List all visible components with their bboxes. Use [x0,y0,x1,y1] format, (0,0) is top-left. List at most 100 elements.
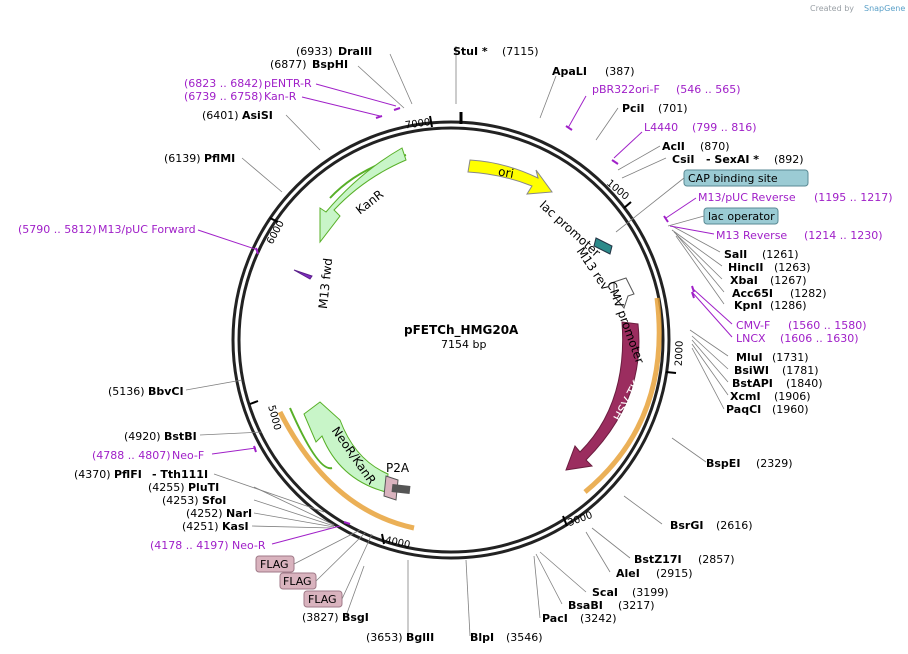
site-nari-pos: (4252) [186,507,223,520]
m13-fwd-marker[interactable] [293,269,313,280]
cap-binding-site-label: CAP binding site [688,172,778,185]
site-pflfi-pos: (4370) [74,468,111,481]
tick-2000: 2000 [674,340,686,366]
site-blpi-name[interactable]: BlpI [470,631,494,644]
site-kpni-name[interactable]: KpnI [734,299,762,312]
site-mlui-name[interactable]: MluI [736,351,763,364]
site-sfoi-name[interactable]: SfoI [202,494,226,507]
primer-m13-reverse-range: (1214 .. 1230) [804,229,883,242]
primer-kan-r-name[interactable]: Kan-R [264,90,297,103]
primer-pbr322ori-f-range: (546 .. 565) [676,83,741,96]
site-kpni-pos: (1286) [770,299,807,312]
site-acc65i-name[interactable]: Acc65I [732,287,773,300]
site-acli-pos: (870) [700,140,730,153]
site-bstz17i-pos: (2857) [698,553,735,566]
site-bsgi-pos: (3827) [302,611,339,624]
primer-cmv-f-range: (1560 .. 1580) [788,319,867,332]
primer-neo-f-name[interactable]: Neo-F [172,449,204,462]
primer-pbr322ori-f-name[interactable]: pBR322ori-F [592,83,660,96]
plasmid-size: 7154 bp [441,338,486,351]
site-sfoi-pos: (4253) [162,494,199,507]
site-nari-name[interactable]: NarI [226,507,252,520]
site-alei-pos: (2915) [656,567,693,580]
site-bstapi-name[interactable]: BstAPI [732,377,773,390]
primer-lncx-name[interactable]: LNCX [736,332,766,345]
flag-label-3: FLAG [308,593,337,606]
site-bstapi-pos: (1840) [786,377,823,390]
primer-neo-f-range: (4788 .. 4807) [92,449,171,462]
leader-lines [185,46,729,637]
lac-operator-label: lac operator [708,210,775,223]
primer-l4440-range: (799 .. 816) [692,121,757,134]
ori-arrow[interactable] [467,159,553,195]
site-csii-name[interactable]: CsiI [672,153,694,166]
site-bstbi-pos: (4920) [124,430,161,443]
site-bspei-pos: (2329) [756,457,793,470]
hsv-tk-arrow[interactable] [565,321,640,471]
primer-lncx-range: (1606 .. 1630) [780,332,859,345]
site-bstbi-name[interactable]: BstBI [164,430,197,443]
site-apali-name[interactable]: ApaLI [552,65,587,78]
lac-promoter-marker[interactable] [593,237,613,255]
site-bsgi-name[interactable]: BsgI [342,611,369,624]
site-bbvci-name[interactable]: BbvCI [148,385,184,398]
site-paqci-name[interactable]: PaqCI [726,403,761,416]
site-hincii-name[interactable]: HincII [728,261,764,274]
site-bstz17i-name[interactable]: BstZ17I [634,553,682,566]
site-xbai-name[interactable]: XbaI [730,274,758,287]
primer-m13-reverse-name[interactable]: M13 Reverse [716,229,787,242]
primer-m13puc-fwd-name[interactable]: M13/pUC Forward [98,223,196,236]
site-pcii-name[interactable]: PciI [622,102,644,115]
site-xcmi-name[interactable]: XcmI [730,390,761,403]
site-bsrgi-pos: (2616) [716,519,753,532]
site-bsabi-name[interactable]: BsaBI [568,599,603,612]
lac-promoter-label: lac promoter [537,198,603,260]
site-paci-name[interactable]: PacI [542,612,568,625]
primer-l4440-name[interactable]: L4440 [644,121,678,134]
tick-4000: 4000 [384,535,411,551]
site-pflmi-name[interactable]: PflMI [204,152,235,165]
plasmid-name: pFETCh_HMG20A [404,323,519,338]
site-bsphi-name[interactable]: BspHI [312,58,348,71]
site-sali-pos: (1261) [762,248,799,261]
p2a-marker[interactable] [383,475,411,501]
site-sali-name[interactable]: SalI [724,248,747,261]
site-asisi-name[interactable]: AsiSI [242,109,273,122]
site-xcmi-pos: (1906) [774,390,811,403]
site-blpi-pos: (3546) [506,631,543,644]
site-asisi-pos: (6401) [202,109,239,122]
kanr-arrow[interactable] [319,147,407,244]
primer-m13puc-rev-name[interactable]: M13/pUC Reverse [698,191,796,204]
site-pflfi-extra: - Tth111I [152,468,208,481]
site-draiii-name[interactable]: DraIII [338,45,372,58]
primer-cmv-f-name[interactable]: CMV-F [736,319,770,332]
site-alei-name[interactable]: AleI [616,567,640,580]
site-pcii-pos: (701) [658,102,688,115]
primer-pentr-r-name[interactable]: pENTR-R [264,77,312,90]
flag-label-1: FLAG [260,558,289,571]
p2a-label: P2A [386,461,410,475]
site-bsiwi-name[interactable]: BsiWI [734,364,769,377]
site-bsabi-pos: (3217) [618,599,655,612]
cmv-promoter-arrow[interactable] [613,277,635,310]
neo-orf-outline [277,410,415,531]
site-acli-name[interactable]: AclI [662,140,685,153]
primer-markers [253,107,695,525]
primer-neo-r-name[interactable]: Neo-R [232,539,266,552]
site-kasi-name[interactable]: KasI [222,520,249,533]
site-scai-name[interactable]: ScaI [592,586,618,599]
m13-fwd-label: M13 fwd [316,257,335,309]
site-pflfi-name[interactable]: PflFI [114,468,142,481]
site-pluti-name[interactable]: PluTI [188,481,219,494]
site-bspei-name[interactable]: BspEI [706,457,740,470]
site-stui-name[interactable]: StuI * [453,45,488,58]
neo-orf-line [289,407,333,470]
site-paqci-pos: (1960) [772,403,809,416]
site-bglii-pos: (3653) [366,631,403,644]
site-xbai-pos: (1267) [770,274,807,287]
site-stui-pos: (7115) [502,45,539,58]
site-bsrgi-name[interactable]: BsrGI [670,519,703,532]
site-bglii-name[interactable]: BglII [406,631,434,644]
